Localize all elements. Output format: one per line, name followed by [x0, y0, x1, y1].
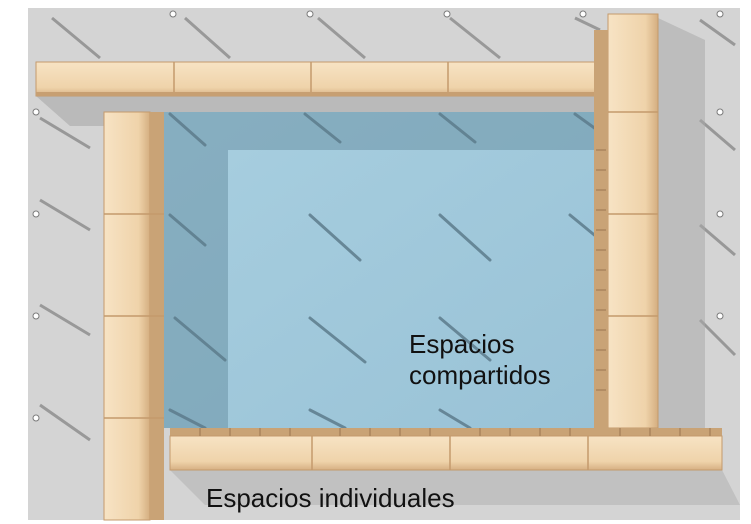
right-beam	[594, 13, 659, 429]
bottom-beam	[169, 428, 723, 471]
wall-shadow-bottom	[170, 470, 740, 505]
ground-pins	[32, 10, 724, 422]
shared-spaces-label-line1: Espacios	[409, 329, 515, 359]
shared-space-shadow	[156, 112, 602, 428]
ground-shadows	[39, 16, 737, 442]
top-beam	[35, 61, 599, 97]
individual-spaces-label: Espacios individuales	[206, 483, 455, 513]
wall-shadow-right	[658, 18, 705, 460]
shared-spaces-label: Espacios compartidos	[409, 329, 551, 391]
shared-space-area	[156, 112, 602, 428]
shared-spaces-label-line2: compartidos	[409, 360, 551, 390]
left-beam	[103, 111, 164, 521]
